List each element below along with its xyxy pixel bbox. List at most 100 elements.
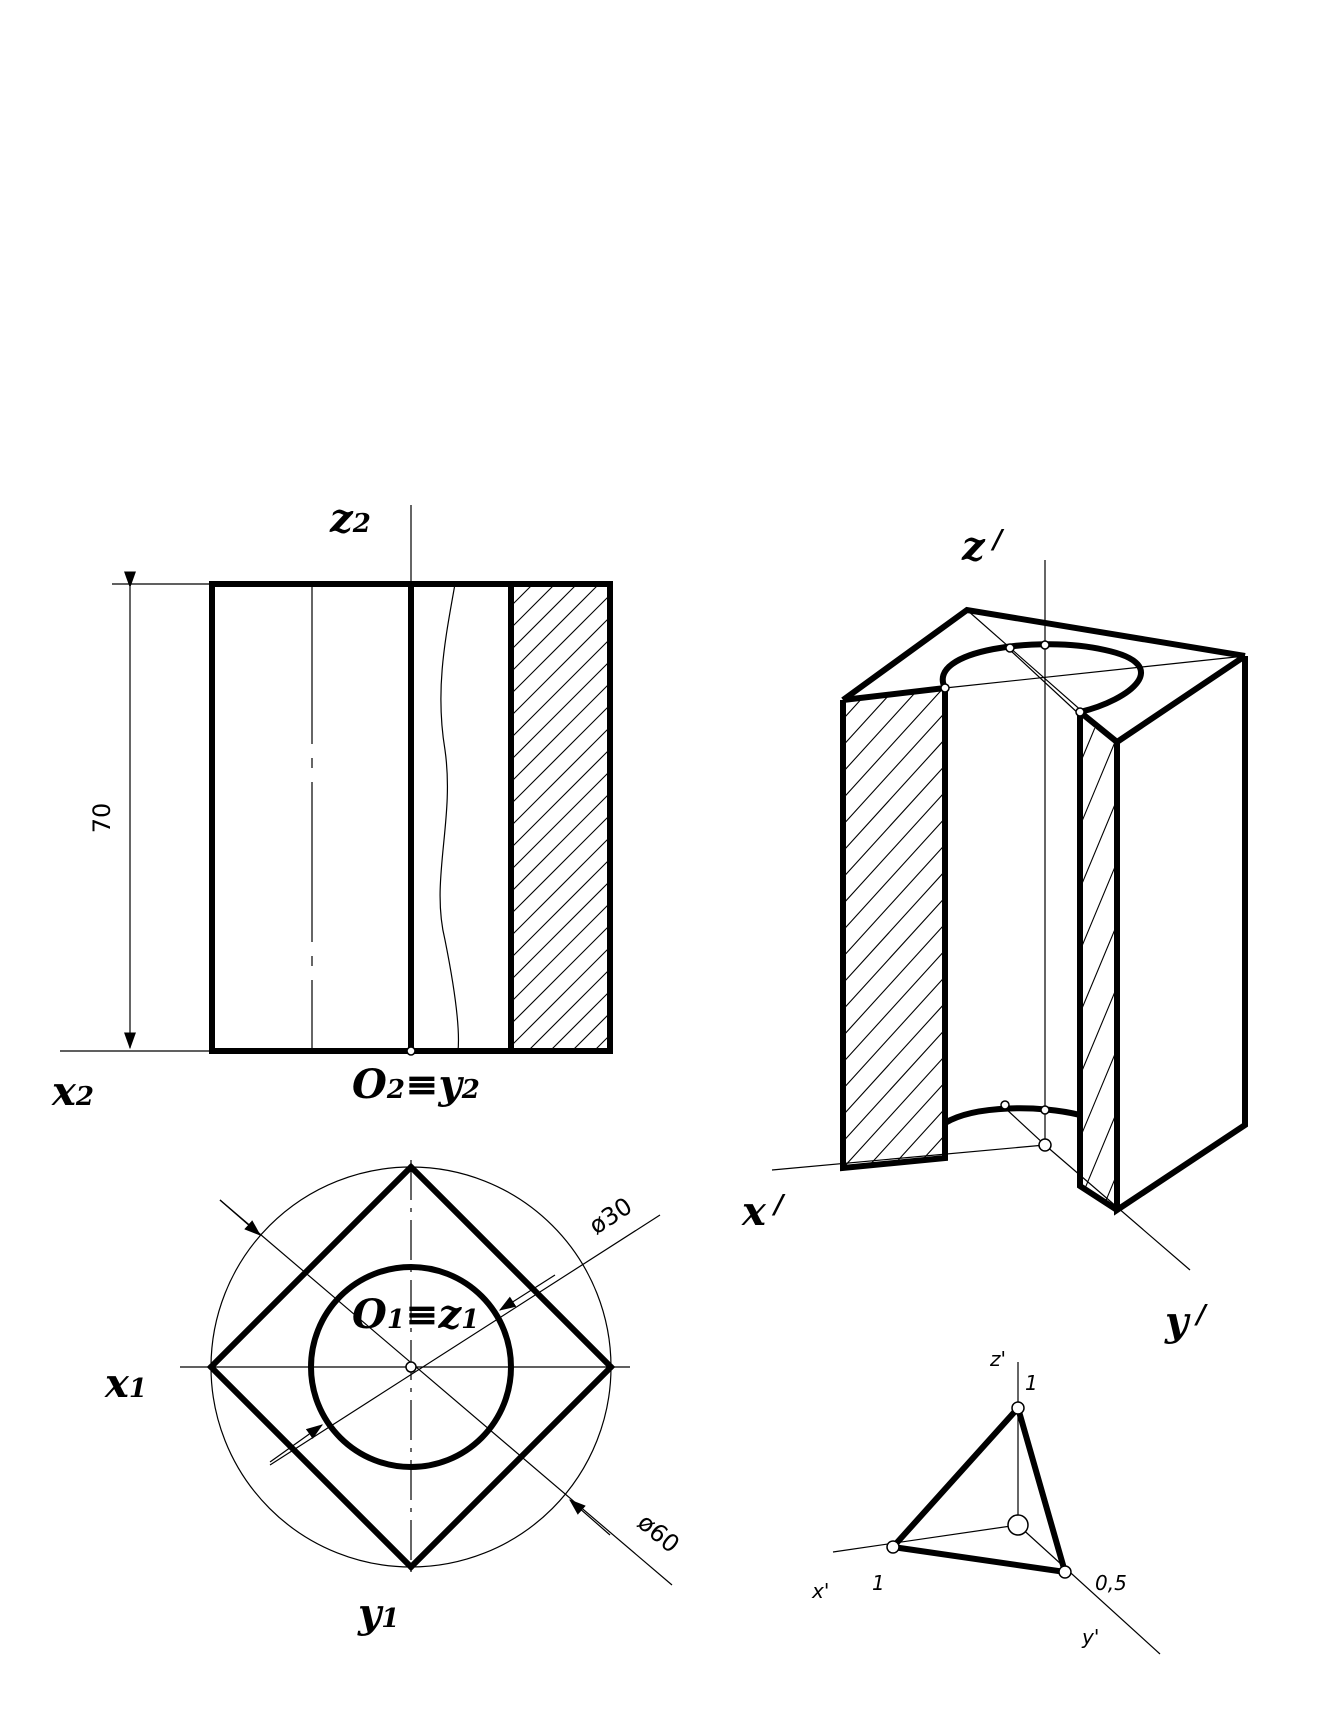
outer-dia-arrow-1 <box>219 1199 261 1236</box>
hatch-line <box>814 584 1281 1051</box>
hatch-line <box>1056 584 1322 1051</box>
inner-dia-arrow-2 <box>269 1424 323 1463</box>
hatch-line <box>511 704 610 805</box>
hatch-line <box>511 748 610 849</box>
hatch-line <box>1131 688 1322 1168</box>
hatch-line <box>843 688 945 1168</box>
outer-dia-label: ø60 <box>632 1508 685 1559</box>
hatch-line <box>511 594 610 695</box>
coef-y-axis <box>1017 1524 1161 1655</box>
top-left-edge <box>841 606 1246 703</box>
diagonal-line-1 <box>269 1214 661 1466</box>
outer-dia-arrow-2 <box>569 1499 611 1536</box>
origin2-label: O2≡y2 <box>352 1061 480 1108</box>
hatch-line <box>1080 719 1117 1210</box>
hatch-line <box>843 688 945 1168</box>
hatch-line <box>511 584 534 607</box>
inner-dia-label: ø30 <box>584 1192 637 1240</box>
hatch-line <box>511 584 600 673</box>
hatch-line <box>511 660 610 761</box>
hatch-line <box>511 584 556 629</box>
hatch-line <box>890 688 945 1168</box>
bottom-construct <box>1004 1107 1046 1146</box>
hatch-line <box>1059 688 1322 1168</box>
hatch-line <box>843 688 945 1168</box>
hatch-line <box>843 688 945 1168</box>
hatch-line <box>1155 688 1322 1168</box>
x2-label: x2 <box>51 1068 94 1115</box>
top-construct-3 <box>1009 649 1081 716</box>
right-section-face <box>1077 712 1119 1213</box>
coef-x-label: x' <box>811 1579 829 1603</box>
hatch-line <box>511 858 610 959</box>
hatch-line <box>511 924 610 1025</box>
axonometric-view: z/ x/ y/ <box>634 523 1322 1345</box>
hatch-line <box>704 584 1171 1051</box>
hatch-line <box>1284 712 1322 1210</box>
hatch-line <box>843 688 896 1168</box>
hatch-line <box>866 688 945 1168</box>
hatch-line <box>843 688 944 1168</box>
hatch-line <box>843 688 945 1168</box>
y-prime-label: y/ <box>1164 1298 1208 1345</box>
origin1-label: O1≡z1 <box>352 1291 479 1338</box>
hatch-line <box>712 712 920 1210</box>
hatch-line <box>1258 712 1322 1210</box>
origin1-node <box>405 1361 417 1373</box>
coef-x-value: 1 <box>872 1571 885 1595</box>
hatch-line <box>634 712 842 1210</box>
hatch-line <box>511 726 610 827</box>
hatch-line <box>593 1034 610 1051</box>
hatch-line <box>686 712 894 1210</box>
coef-x-node <box>886 1540 900 1554</box>
hatch-line <box>1080 719 1117 1210</box>
hatch-line <box>868 712 1076 1210</box>
hatch-line <box>938 688 945 1168</box>
coef-z-value: 1 <box>1025 1371 1038 1395</box>
hatch-line <box>1080 719 1117 1210</box>
hatch-line <box>790 712 998 1210</box>
hatch-line <box>511 584 578 651</box>
hatch-line <box>843 688 945 1168</box>
coef-y-node <box>1058 1565 1072 1579</box>
x1-label: x1 <box>104 1360 147 1407</box>
coef-x-axis <box>832 1524 1019 1553</box>
hatch-line <box>764 712 972 1210</box>
hatch-line <box>638 584 1105 1051</box>
right-outer-face <box>1114 653 1248 1216</box>
front-view: 70 z2 x2 O2≡y2 <box>51 495 1322 1115</box>
coef-origin-node <box>1007 1514 1029 1536</box>
top-view: ø30 ø60 x1 y1 O1≡z1 <box>104 1160 685 1637</box>
height-dimension-label: 70 <box>88 803 116 834</box>
hatch-line <box>987 688 1322 1168</box>
coef-z-label: z' <box>989 1347 1006 1371</box>
axo-node-3 <box>1040 640 1050 650</box>
hatch-line <box>511 770 610 871</box>
hatch-line <box>816 712 1024 1210</box>
hatch-line <box>792 584 1259 1051</box>
bottom-bore-arc <box>943 1105 1081 1126</box>
hatch-line <box>1011 688 1322 1168</box>
coefficient-diagram: z' 1 x' 1 0,5 y' <box>811 1347 1161 1655</box>
hatch-line <box>1310 712 1322 1210</box>
hatch-line <box>1012 584 1322 1051</box>
diagonal-line-2 <box>219 1199 673 1586</box>
front-break-line <box>439 583 460 1052</box>
hatch-line <box>1180 712 1322 1210</box>
hatch-line <box>1080 719 1117 1210</box>
hatch-line <box>843 688 945 1168</box>
hatch-line <box>511 616 610 717</box>
axo-node-5 <box>1000 1100 1010 1110</box>
left-section-face <box>840 684 948 1172</box>
y1-label: y1 <box>357 1590 399 1637</box>
axo-left-hatch <box>843 688 1322 1168</box>
square-outline <box>206 1162 616 1572</box>
z2-label: z2 <box>329 495 371 542</box>
hatch-line <box>511 946 610 1047</box>
hatch-line <box>843 688 945 1168</box>
hatch-line <box>1227 688 1322 1168</box>
hatch-line <box>843 688 945 1168</box>
hatch-line <box>843 688 945 1168</box>
x-prime-axis <box>771 1144 1046 1171</box>
coef-y-value: 0,5 <box>1095 1571 1127 1595</box>
